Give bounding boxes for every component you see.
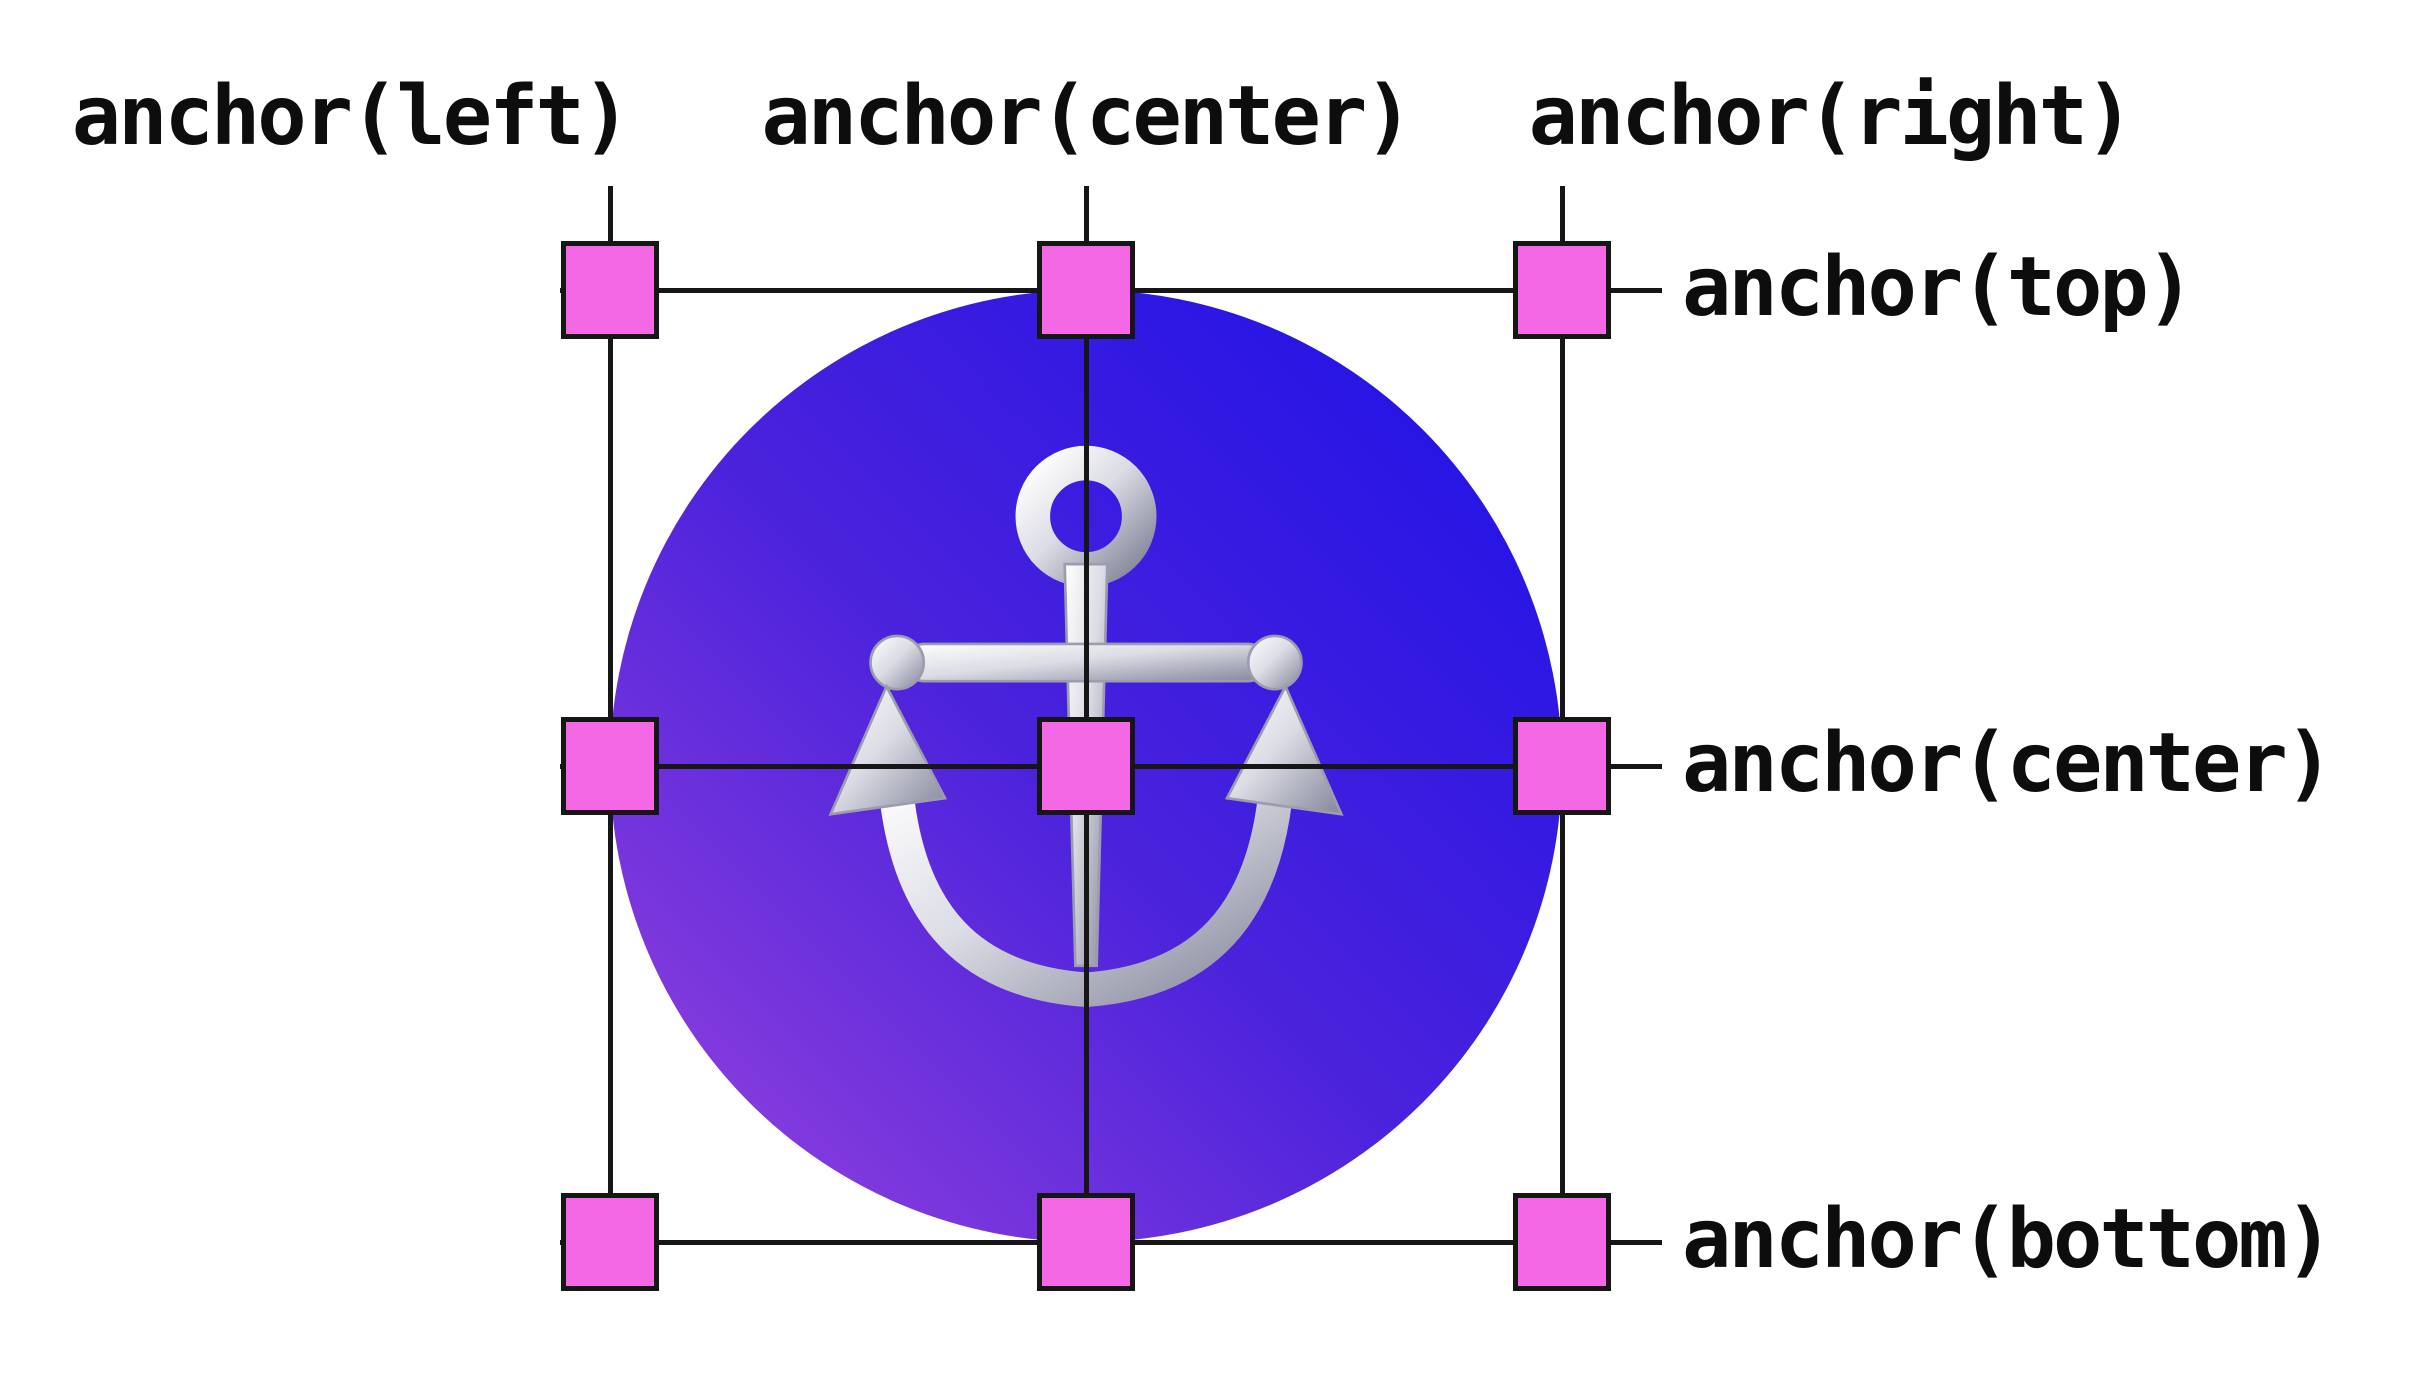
label-anchor-bottom: anchor(bottom) — [1682, 1192, 2334, 1287]
handle-center-left — [561, 717, 659, 815]
handle-top-left — [561, 241, 659, 339]
label-anchor-right: anchor(right) — [1528, 69, 2135, 164]
handle-bottom-right — [1513, 1193, 1611, 1291]
handle-center-right — [1513, 717, 1611, 815]
handle-top-center — [1037, 241, 1135, 339]
label-anchor-top: anchor(top) — [1682, 240, 2195, 335]
handle-bottom-center — [1037, 1193, 1135, 1291]
handle-top-right — [1513, 241, 1611, 339]
label-anchor-center-right: anchor(center) — [1682, 716, 2334, 811]
handle-center-center — [1037, 717, 1135, 815]
label-anchor-left: anchor(left) — [71, 69, 631, 164]
label-anchor-center-top: anchor(center) — [761, 69, 1413, 164]
handle-bottom-left — [561, 1193, 659, 1291]
